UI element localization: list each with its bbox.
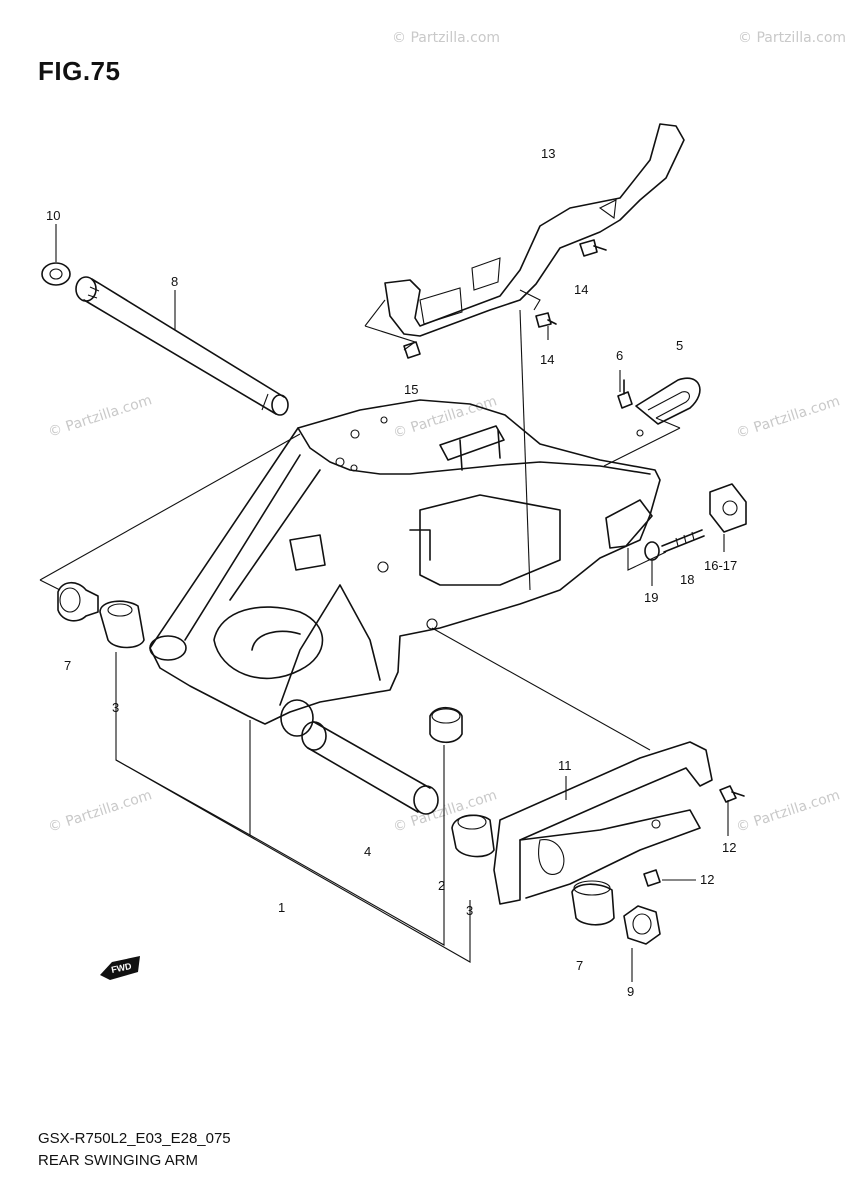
callout-8: 8: [171, 274, 178, 289]
part-bushing-3b: [451, 814, 495, 858]
callout-19: 19: [644, 590, 658, 605]
callout-5: 5: [676, 338, 683, 353]
watermark: © Partzilla.com: [392, 30, 500, 46]
callout-18: 18: [680, 572, 694, 587]
callout-12: 12: [700, 872, 714, 887]
part-screw-12a: [719, 785, 745, 803]
watermark: © Partzilla.com: [738, 30, 846, 46]
watermark: © Partzilla.com: [734, 787, 842, 836]
watermark: © Partzilla.com: [46, 787, 154, 836]
callout-15: 15: [404, 382, 418, 397]
callout-16-17: 16-17: [704, 558, 737, 573]
callout-labels: 1 2 3 3 4 5 6 7 7 8 9 10 11 12 12 13 14 …: [46, 146, 737, 999]
callout-4: 4: [364, 844, 371, 859]
part-nut-19: [644, 541, 660, 561]
part-collar-7a: [57, 581, 99, 622]
callout-3: 3: [466, 903, 473, 918]
fwd-badge-text: FWD: [110, 961, 133, 975]
callout-14: 14: [574, 282, 588, 297]
part-bracket-5: [635, 377, 701, 437]
part-nut-9: [623, 905, 661, 945]
callout-7: 7: [64, 658, 71, 673]
callout-14: 14: [540, 352, 554, 367]
watermark: © Partzilla.com: [391, 393, 499, 442]
callout-12: 12: [722, 840, 736, 855]
callout-9: 9: [627, 984, 634, 999]
part-bushing-3a: [99, 600, 145, 649]
callout-11: 11: [558, 758, 572, 773]
callout-6: 6: [616, 348, 623, 363]
part-screw-14a: [579, 239, 607, 257]
part-chain-slider-11: [493, 741, 713, 905]
callout-1: 1: [278, 900, 285, 915]
callout-3: 3: [112, 700, 119, 715]
figure-title: FIG.75: [38, 56, 121, 86]
watermark: © Partzilla.com: [734, 393, 842, 442]
part-pivot-shaft-8: [75, 276, 289, 416]
part-bearing-2: [429, 706, 463, 744]
watermark: © Partzilla.com: [391, 787, 499, 836]
part-screw-6: [617, 379, 633, 409]
part-screw-12b: [643, 869, 661, 887]
forward-direction-badge: FWD: [100, 956, 140, 980]
leader-lines: [39, 224, 729, 982]
watermark: © Partzilla.com: [46, 392, 154, 441]
part-spacer-shaft-4: [301, 721, 439, 815]
part-adjuster-16-17: [709, 483, 747, 533]
callout-2: 2: [438, 878, 445, 893]
part-nut-10: [41, 262, 71, 286]
figure-name-caption: REAR SWINGING ARM: [38, 1152, 199, 1169]
part-collar-7b: [571, 880, 615, 926]
part-swingarm-1: [149, 399, 661, 737]
callout-10: 10: [46, 208, 60, 223]
model-code-caption: GSX-R750L2_E03_E28_075: [38, 1130, 231, 1147]
part-chain-guard-13: [384, 123, 685, 337]
watermark-layer: © Partzilla.com © Partzilla.com © Partzi…: [46, 30, 846, 836]
part-screw-15: [403, 341, 421, 359]
part-bolt-18: [661, 529, 705, 553]
callout-7: 7: [576, 958, 583, 973]
callout-13: 13: [541, 146, 555, 161]
part-screw-14b: [535, 312, 557, 328]
